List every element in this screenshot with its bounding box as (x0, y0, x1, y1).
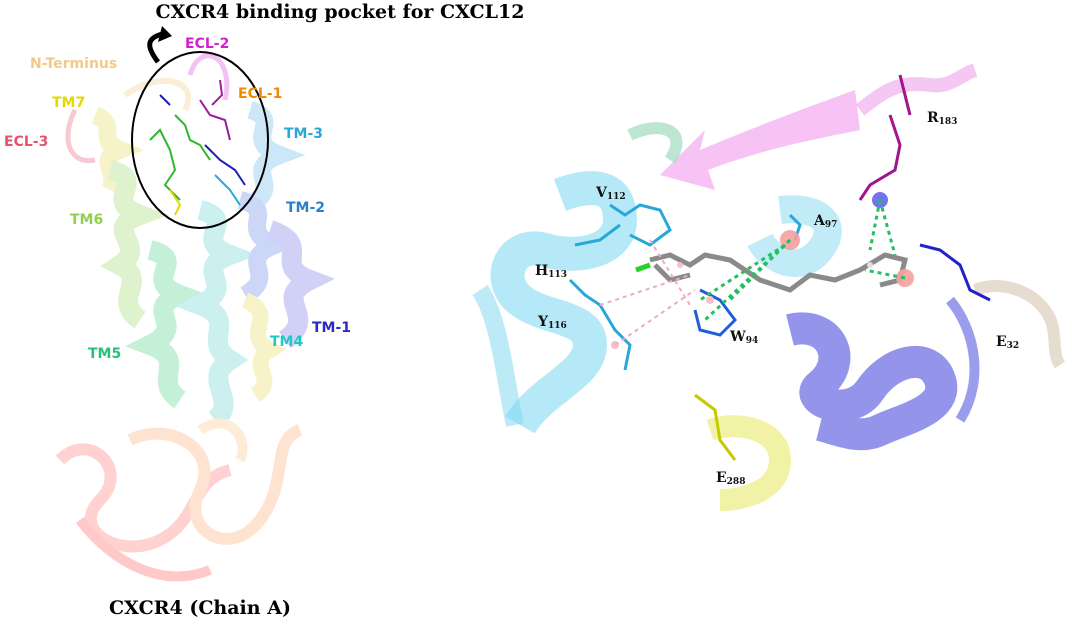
left-panel: N-Terminus ECL-2 ECL-1 TM7 ECL-3 TM-3 TM… (4, 26, 351, 619)
label-tm2: TM-2 (286, 200, 325, 216)
label-tm5: TM5 (88, 346, 121, 362)
label-ecl1: ECL-1 (238, 86, 282, 102)
residue-r183: R183 (927, 110, 957, 127)
residue-h113: H113 (535, 263, 567, 280)
pocket-cartoon (472, 63, 1066, 511)
residue-y116: Y116 (537, 314, 567, 331)
binding-pocket-circle (131, 51, 269, 229)
label-tm7: TM7 (52, 95, 85, 111)
interaction-dashes (599, 199, 906, 346)
residue-e288: E288 (716, 470, 745, 487)
curved-arrow-icon (147, 26, 172, 64)
label-tm4: TM4 (270, 334, 303, 350)
label-ecl3: ECL-3 (4, 134, 48, 150)
left-caption: CXCR4 (Chain A) (109, 597, 291, 619)
figure-title: CXCR4 binding pocket for CXCL12 (156, 1, 525, 23)
residue-v112: V112 (595, 185, 626, 202)
residue-a97: A97 (813, 213, 837, 230)
label-tm1: TM-1 (312, 320, 351, 336)
label-ecl2: ECL-2 (185, 36, 229, 52)
residue-sticks (568, 74, 991, 461)
bound-ligand-sticks (149, 79, 246, 216)
residue-e32: E32 (996, 334, 1019, 351)
right-panel: V112 H113 Y116 A97 W94 R183 E32 E288 (472, 63, 1066, 511)
label-n-terminus: N-Terminus (30, 56, 117, 72)
label-tm3: TM-3 (284, 126, 323, 142)
interaction-spheres (611, 192, 914, 349)
protein-cartoon-chain-a (55, 53, 335, 582)
residue-w94: W94 (729, 329, 758, 346)
label-tm6: TM6 (70, 212, 103, 228)
